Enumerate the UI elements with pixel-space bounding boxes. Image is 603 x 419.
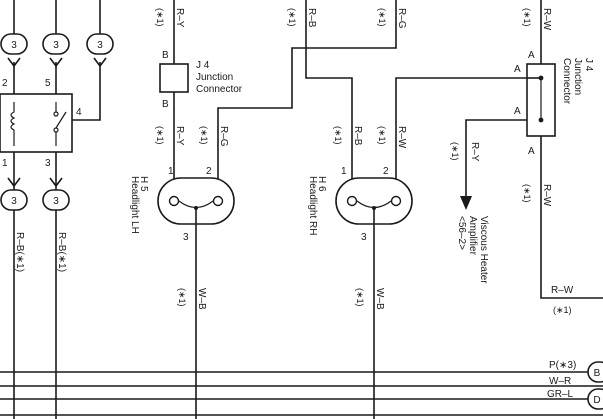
wire-note: (∗1) <box>377 126 387 145</box>
relay-box <box>0 93 73 153</box>
chevron-down-icon <box>49 177 63 188</box>
pin-label: 1 <box>2 158 8 169</box>
wire-label: R–Y <box>174 126 185 146</box>
pin-label: 1 <box>168 166 174 177</box>
connector-code: J 4 <box>196 60 210 71</box>
connector-name: Junction <box>196 72 233 83</box>
relay-coil-icon <box>10 102 16 146</box>
component-code: H 5 <box>138 176 149 192</box>
svg-text:3: 3 <box>53 196 59 207</box>
chevron-down-icon <box>7 177 21 188</box>
component-name: Amplifier <box>467 216 478 256</box>
pin-label: B <box>162 50 169 61</box>
component-name: Headlight LH <box>129 176 140 234</box>
wire-label: GR–L <box>547 389 574 400</box>
pin-label: 1 <box>341 166 347 177</box>
bottom-bus-lines: P(∗3) W–R GR–L B D <box>0 360 603 416</box>
pin-label: A <box>528 146 535 157</box>
component-code: H 6 <box>316 176 327 192</box>
pin-label: 3 <box>361 232 367 243</box>
headlight-lh-section: (∗1) R–Y B B J 4 Junction Connector (∗1)… <box>129 0 318 419</box>
pin-label: 3 <box>45 158 51 169</box>
wire-label: W–B <box>374 288 385 310</box>
pin-label: B <box>162 99 169 110</box>
wire-label: R–Y <box>174 8 185 28</box>
wire-note: (∗1) <box>155 8 165 27</box>
connector-code: J 4 <box>583 58 594 72</box>
connector-name: Connector <box>561 58 572 105</box>
connector-bubble-bottom-2: 3 <box>42 189 70 211</box>
pin-label: 2 <box>2 78 8 89</box>
wire-note: (∗1) <box>553 305 572 315</box>
wire-note: (∗1) <box>450 142 460 161</box>
wire-note: (∗1) <box>287 8 297 27</box>
connector-bubble-bottom-1: 3 <box>0 189 28 211</box>
wire-note: (∗1) <box>377 8 387 27</box>
wire-label: R–B <box>306 8 317 28</box>
wire-label: R–B(∗1) <box>14 232 25 272</box>
svg-text:B: B <box>594 368 601 379</box>
connector-bubble-top-2: 3 <box>42 33 70 55</box>
wire-note: (∗1) <box>355 288 365 307</box>
wire-label: P(∗3) <box>549 360 576 371</box>
junction-connector-j4-left <box>159 63 189 93</box>
wire-note: (∗1) <box>155 126 165 145</box>
wire-label: W–B <box>196 288 207 310</box>
wire-note: (∗1) <box>177 288 187 307</box>
wire-label: R–G <box>218 126 229 147</box>
pin-label: 2 <box>206 166 212 177</box>
wire-label: R–W <box>396 126 407 149</box>
connector-name: Connector <box>196 84 243 95</box>
pin-label: 5 <box>45 78 51 89</box>
wire-label: R–B <box>352 126 363 146</box>
svg-text:3: 3 <box>97 40 103 51</box>
arrow-down-icon <box>460 196 472 210</box>
connector-tag-b: B <box>587 361 603 383</box>
component-name: Headlight RH <box>307 176 318 235</box>
wire-note: (∗1) <box>333 126 343 145</box>
pin-label: A <box>528 50 535 61</box>
svg-text:D: D <box>593 395 600 406</box>
wire-label: R–W <box>541 8 552 31</box>
wire-label: R–W <box>541 184 552 207</box>
wire-label: W–R <box>549 376 571 387</box>
left-relay-section: 3 3 3 2 5 4 1 3 <box>0 0 114 419</box>
pin-label: 4 <box>76 107 82 118</box>
svg-text:3: 3 <box>11 40 17 51</box>
relay-switch-icon <box>53 102 67 146</box>
wire-label: R–B(∗1) <box>56 232 67 272</box>
wire-note: (∗1) <box>522 8 532 27</box>
wire-note: (∗1) <box>199 126 209 145</box>
connector-name: Junction <box>572 58 583 95</box>
svg-text:3: 3 <box>11 196 17 207</box>
component-ref: <56–2> <box>456 216 467 250</box>
right-junction-section: (∗1) R–W A A A A J 4 Junction Connector … <box>450 0 603 315</box>
pin-label: A <box>514 64 521 75</box>
component-name: Viscous Heater <box>478 216 489 284</box>
connector-bubble-top-3: 3 <box>86 33 114 55</box>
connector-bubble-top-1: 3 <box>0 33 28 55</box>
wire-label: R–G <box>396 8 407 29</box>
wire-note: (∗1) <box>522 184 532 203</box>
pin-label: 3 <box>183 232 189 243</box>
pin-label: 2 <box>383 166 389 177</box>
wire-label: R–Y <box>469 142 480 162</box>
pin-label: A <box>514 106 521 117</box>
headlight-rh-section: (∗1) R–B (∗1) R–B (∗1) R–G (∗1) R–W 1 2 … <box>287 0 527 419</box>
wire-label: R–W <box>551 285 574 296</box>
svg-text:3: 3 <box>53 40 59 51</box>
connector-tag-d: D <box>587 388 603 410</box>
